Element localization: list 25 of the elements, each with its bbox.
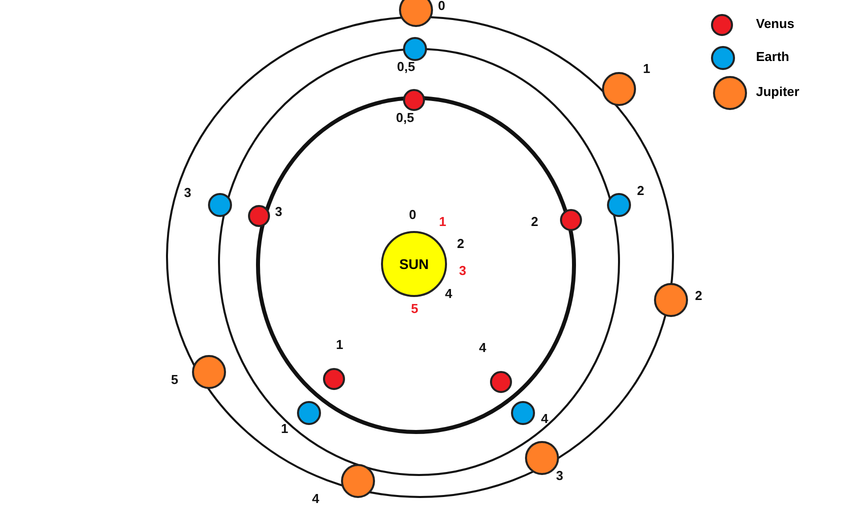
position-number: 2 bbox=[637, 184, 644, 198]
position-number: 0 bbox=[438, 0, 446, 13]
position-number: 0 bbox=[409, 208, 416, 222]
legend-label: Earth bbox=[756, 50, 790, 64]
position-number: 5 bbox=[411, 302, 418, 316]
position-number: 0,5 bbox=[397, 60, 416, 74]
position-number: 5 bbox=[171, 373, 178, 387]
position-number: 3 bbox=[275, 205, 282, 219]
position-number: 4 bbox=[445, 287, 452, 301]
legend-label: Venus bbox=[756, 17, 794, 31]
position-number: 3 bbox=[459, 264, 466, 278]
position-number: 2 bbox=[531, 215, 538, 229]
position-number: 2 bbox=[457, 237, 464, 251]
position-number: 1 bbox=[643, 62, 650, 76]
position-number: 3 bbox=[556, 469, 564, 483]
position-number: 2 bbox=[695, 289, 702, 303]
position-number: 4 bbox=[541, 412, 548, 426]
position-number: 4 bbox=[312, 492, 320, 506]
position-number: 4 bbox=[479, 341, 486, 355]
position-number: 1 bbox=[336, 338, 344, 352]
position-number: 3 bbox=[184, 186, 192, 200]
position-number: 1 bbox=[281, 422, 288, 436]
position-number: 1 bbox=[439, 215, 446, 229]
legend-label: Jupiter bbox=[756, 85, 800, 99]
position-number: 0,5 bbox=[396, 111, 414, 125]
